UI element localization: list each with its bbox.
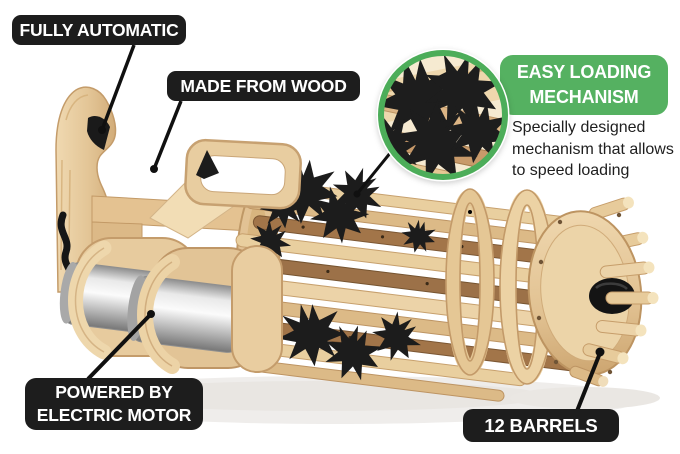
callout-fully-automatic-text: FULLY AUTOMATIC bbox=[19, 19, 179, 40]
electric-motors bbox=[59, 237, 283, 374]
easy-loading-description: Specially designed mechanism that allows… bbox=[512, 117, 680, 182]
magnifier-green-ring bbox=[378, 50, 508, 180]
easy-loading-title-line1: EASY LOADING bbox=[516, 62, 652, 82]
callout-easy-loading-mechanism: EASY LOADING MECHANISM bbox=[500, 55, 668, 115]
easy-loading-description-line2: mechanism that allows bbox=[512, 140, 674, 158]
callout-made-from-wood-text: MADE FROM WOOD bbox=[180, 75, 347, 96]
leader-powered bbox=[86, 310, 155, 381]
powered-label-line2: ELECTRIC MOTOR bbox=[36, 405, 192, 425]
leader-lines bbox=[86, 44, 605, 412]
callout-powered-by-electric-motor: POWERED BY ELECTRIC MOTOR bbox=[25, 378, 203, 430]
front-plate bbox=[527, 196, 659, 387]
easy-loading-description-line3: to speed loading bbox=[512, 162, 630, 179]
callout-twelve-barrels: 12 BARRELS bbox=[463, 409, 619, 442]
magnified-mechanism bbox=[381, 53, 505, 177]
easy-loading-description-line1: Specially designed bbox=[512, 119, 646, 136]
leader-twelve-barrels bbox=[575, 347, 605, 412]
callout-fully-automatic: FULLY AUTOMATIC bbox=[12, 15, 186, 45]
leader-fully-automatic bbox=[98, 44, 136, 134]
carry-handle bbox=[184, 138, 302, 210]
magnifier-inset bbox=[376, 48, 510, 182]
easy-loading-title-line2: MECHANISM bbox=[529, 87, 639, 107]
callout-made-from-wood: MADE FROM WOOD bbox=[167, 71, 360, 101]
leader-made-from-wood bbox=[150, 100, 183, 173]
handle-latch bbox=[196, 150, 219, 179]
powered-label-line1: POWERED BY bbox=[55, 382, 173, 402]
twelve-barrels-text: 12 BARRELS bbox=[484, 414, 598, 436]
leader-easy-loading bbox=[353, 151, 393, 198]
